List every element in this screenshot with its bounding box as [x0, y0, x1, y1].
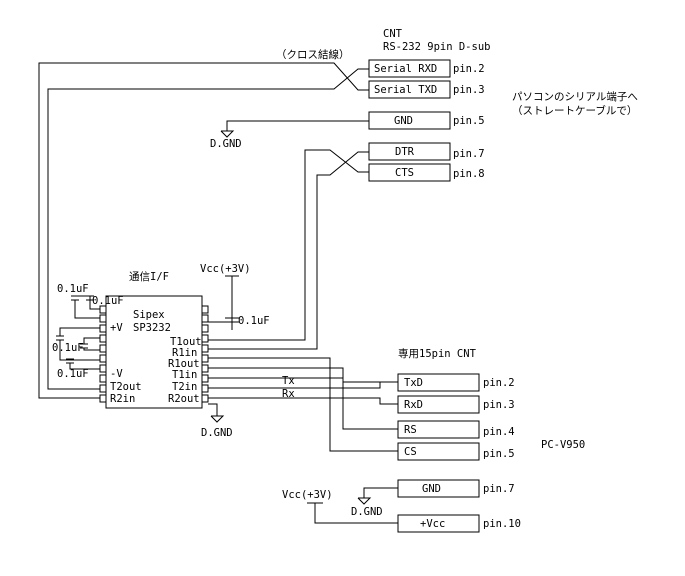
pc-note-line2: （ストレートケーブルで）	[512, 104, 637, 117]
dtr-cts-crossover-wires	[208, 149, 369, 350]
ic-pin-r2out: R2out	[168, 393, 200, 405]
ic-section-label: 通信I/F	[129, 271, 169, 283]
cn15-signal-wires	[208, 357, 398, 452]
dsub-gnd-wire: D.GND	[210, 120, 369, 150]
dsub-signal-label: Serial TXD	[374, 84, 437, 96]
dsub-pin-cts: CTS pin.8	[368, 163, 485, 182]
dsub-pin-serial-rxd: Serial RXD pin.2	[368, 59, 485, 78]
cn15-pin-label: pin.3	[483, 399, 515, 411]
dsub-pin-gnd: GND pin.5	[368, 111, 485, 130]
ic-pin-r2in: R2in	[110, 393, 135, 405]
cn15-signal-label: +Vcc	[420, 518, 445, 530]
cn15-signal-label: CS	[404, 446, 417, 458]
dsub-pin-dtr: DTR pin.7	[368, 142, 485, 161]
cn15-pin-label: pin.4	[483, 426, 515, 438]
dgnd-label: D.GND	[201, 427, 233, 439]
dsub-signal-label: GND	[394, 115, 413, 127]
cn15-pin-gnd: GND pin.7	[397, 479, 515, 498]
charge-pump-capacitors: 0.1uF 0.1uF 0.1uF 0.1uF	[52, 283, 124, 380]
dsub-signal-label: Serial RXD	[374, 63, 437, 75]
cn15-pin-cs: CS pin.5	[397, 442, 515, 461]
cn15-gnd-wire: D.GND	[351, 487, 398, 518]
cn15-pin-label: pin.10	[483, 518, 521, 530]
cnt-header-line1: CNT	[383, 28, 403, 40]
dsub-pin-label: pin.7	[453, 148, 485, 160]
dsub-signal-label: CTS	[395, 167, 414, 179]
ic-pin-t1out: T1out	[170, 336, 202, 348]
cross-label: （クロス結線）	[276, 48, 350, 61]
cn15-vcc-wire: Vcc(+3V)	[282, 489, 398, 524]
ic-name-sipex: Sipex	[133, 309, 165, 321]
connector15-label: 専用15pin CNT	[398, 348, 477, 360]
cap-label-1: 0.1uF	[57, 283, 89, 295]
cn15-pin-vcc: +Vcc pin.10	[397, 514, 521, 533]
ic-pin-t2out: T2out	[110, 381, 142, 393]
ic-pin-t1in: T1in	[172, 369, 197, 381]
ic-pin-plus-v: +V	[110, 322, 123, 334]
pc-note-line1: パソコンのシリアル端子へ	[512, 90, 638, 103]
cn15-signal-label: GND	[422, 483, 441, 495]
rxd-txd-crossover-wires	[38, 62, 369, 399]
dgnd-label: D.GND	[210, 138, 242, 150]
dsub-signal-label: DTR	[395, 146, 415, 158]
ic-pin-r1out: R1out	[168, 358, 200, 370]
dgnd-label: D.GND	[351, 506, 383, 518]
pc-label: PC-V950	[541, 439, 585, 451]
cn15-signal-label: TxD	[404, 377, 423, 389]
cn15-pin-label: pin.2	[483, 377, 515, 389]
cnt-header-line2: RS-232 9pin D-sub	[383, 41, 490, 53]
cn15-signal-label: RxD	[404, 399, 423, 411]
cn15-signal-label: RS	[404, 424, 417, 436]
cn15-pin-label: pin.5	[483, 448, 515, 460]
ic-name-sp3232: SP3232	[133, 322, 171, 334]
ic-pin-r1in: R1in	[172, 347, 197, 359]
cn15-pin-txd: TxD pin.2	[397, 373, 515, 392]
dsub-pin-label: pin.3	[453, 84, 485, 96]
vcc-label-bottom: Vcc(+3V)	[282, 489, 333, 501]
cn15-pin-label: pin.7	[483, 483, 515, 495]
dsub-pin-serial-txd: Serial TXD pin.3	[368, 80, 485, 99]
cn15-pin-rxd: RxD pin.3	[397, 395, 515, 414]
rx-label: Rx	[282, 388, 295, 400]
tx-label: Tx	[282, 375, 295, 387]
cap-label-4: 0.1uF	[57, 368, 89, 380]
dsub-pin-label: pin.2	[453, 63, 485, 75]
ic-pin-t2in: T2in	[172, 381, 197, 393]
ic-pin-minus-v: -V	[110, 368, 123, 380]
dsub-pin-label: pin.8	[453, 168, 485, 180]
cap-label-2: 0.1uF	[92, 295, 124, 307]
vcc-label-top: Vcc(+3V)	[200, 263, 251, 275]
dsub-pin-label: pin.5	[453, 115, 485, 127]
cap-label-vcc: 0.1uF	[238, 315, 270, 327]
ic-sp3232: Sipex SP3232 +V -V T2out R2in T1out R1in…	[105, 295, 203, 409]
cn15-pin-rs: RS pin.4	[397, 420, 515, 439]
cap-label-3: 0.1uF	[52, 342, 84, 354]
ic-ground: D.GND	[201, 403, 233, 439]
vcc-supply-wire: 0.1uF	[208, 275, 270, 330]
